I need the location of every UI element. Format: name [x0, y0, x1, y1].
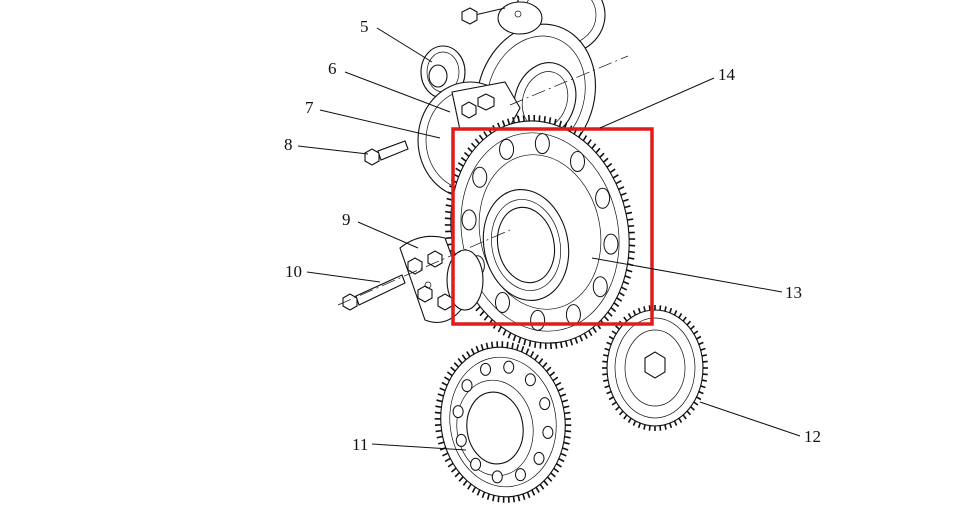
callout-14: 14 [718, 65, 736, 84]
callout-9: 9 [342, 210, 351, 229]
callout-8: 8 [284, 135, 293, 154]
leader-lines [297, 27, 801, 451]
part-10-bolt [337, 229, 511, 311]
callout-10: 10 [285, 262, 302, 281]
part-9-hub-plate [399, 235, 484, 324]
callout-13: 13 [785, 283, 802, 302]
callout-12: 12 [804, 427, 821, 446]
part-12-right-gear [602, 305, 708, 431]
highlight-box [451, 127, 654, 326]
callout-5: 5 [360, 17, 369, 36]
part-8-bolt [364, 140, 409, 166]
callout-6: 6 [328, 59, 337, 78]
callout-11: 11 [352, 435, 368, 454]
part-11-lower-gear [434, 341, 572, 503]
callout-7: 7 [305, 98, 314, 117]
callout-labels: 5 6 7 8 9 10 11 12 13 14 [284, 17, 821, 454]
